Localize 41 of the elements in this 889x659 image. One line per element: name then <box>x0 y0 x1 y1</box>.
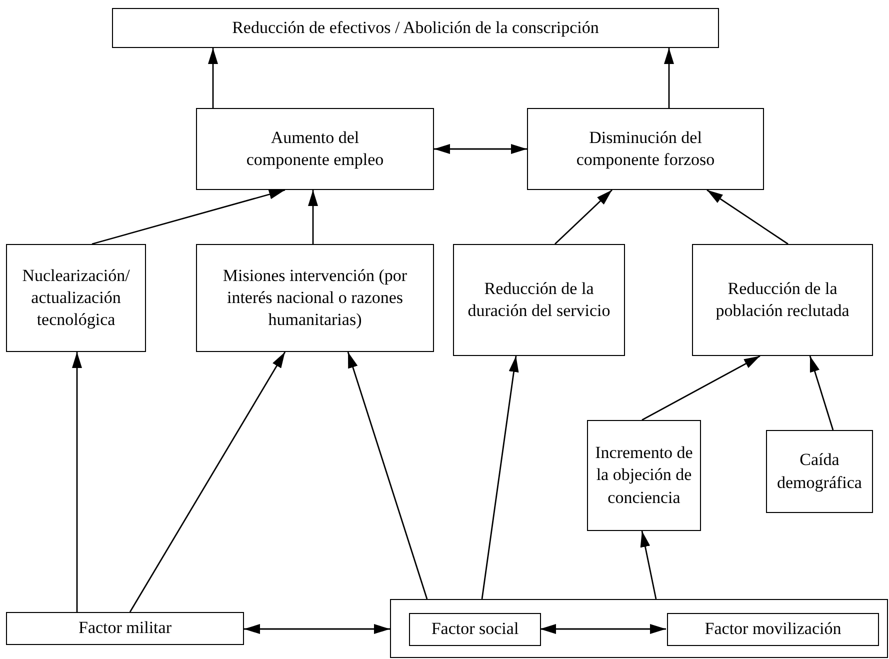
process-box <box>667 613 879 646</box>
process-box <box>6 244 146 352</box>
node-label: Factor social <box>430 618 520 640</box>
process-box <box>196 108 434 190</box>
node-label: Misiones intervención (por interés nacional o razones humanitarias) <box>222 264 408 332</box>
node-label: Nuclearización/ actualización tecnológica <box>21 264 131 332</box>
arrow <box>706 189 788 245</box>
node-label: Aumento del componente empleo <box>245 126 385 171</box>
arrow <box>642 355 760 421</box>
node-label: Disminución del componente forzoso <box>575 126 716 171</box>
arrow <box>129 352 286 612</box>
arrow <box>664 48 674 108</box>
node-label: Incremento de la objeción de conciencia <box>594 442 694 509</box>
arrow <box>481 356 519 600</box>
process-box <box>196 244 434 352</box>
arrow <box>92 189 286 245</box>
arrow <box>809 356 834 430</box>
arrow <box>244 624 390 634</box>
group-box <box>390 599 888 658</box>
node-label: Reducción de la población reclutada <box>714 278 850 322</box>
node-label: Reducción de la duración del servicio <box>466 278 612 322</box>
process-box <box>409 613 541 646</box>
arrow <box>72 352 82 612</box>
process-box <box>766 430 873 513</box>
node-label: Factor militar <box>77 617 172 640</box>
process-box <box>587 420 701 531</box>
node-label: Reducción de efectivos / Abolición de la conscripción <box>231 16 600 39</box>
process-box <box>527 108 764 190</box>
arrow <box>308 190 318 244</box>
node-label: Caída demográfica <box>776 449 863 494</box>
arrow <box>554 190 612 244</box>
node-label: Factor movilización <box>704 618 842 640</box>
arrow <box>540 624 666 634</box>
process-box <box>453 244 625 356</box>
arrow <box>208 48 218 108</box>
arrow <box>434 144 527 154</box>
process-box <box>692 244 873 356</box>
arrow <box>347 352 428 600</box>
process-box <box>112 8 719 48</box>
process-box <box>6 612 244 645</box>
arrow <box>640 530 657 600</box>
